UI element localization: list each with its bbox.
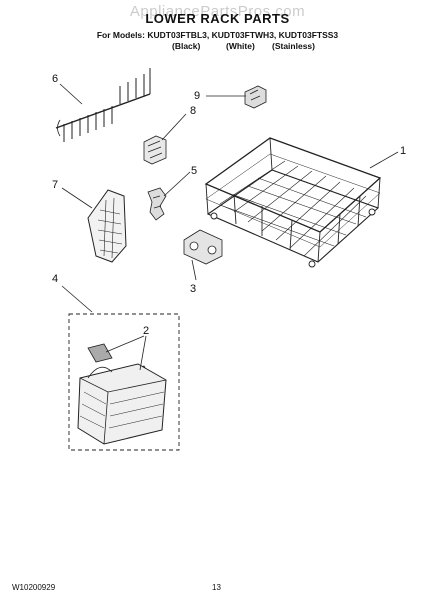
callout-8: 8 [190, 105, 196, 117]
hinge-clip-part-5 [147, 187, 167, 221]
silverware-basket [77, 363, 167, 445]
leader-lines [59, 83, 399, 371]
callout-5: 5 [191, 165, 197, 177]
utensil-holder-part-7 [87, 189, 127, 263]
callout-6: 6 [52, 73, 58, 85]
clip-part-9 [244, 85, 267, 109]
tine-row-part [55, 68, 151, 142]
models-line: For Models: KUDT03FTBL3, KUDT03FTWH3, KU… [96, 30, 339, 40]
callout-9: 9 [194, 90, 200, 102]
page-number: 13 [212, 583, 221, 592]
doc-number: W10200929 [12, 583, 56, 592]
callout-2: 2 [143, 325, 149, 337]
variant-stainless: (Stainless) [272, 41, 315, 51]
callout-4: 4 [52, 273, 58, 285]
watermark-text: AppliancePartsPros.com [129, 3, 306, 20]
basket-assembly-box [68, 313, 180, 451]
callout-1: 1 [400, 145, 406, 157]
variant-black: (Black) [172, 41, 201, 51]
variant-white: (White) [226, 41, 255, 51]
roller-bracket-part-3 [183, 229, 223, 265]
callout-3: 3 [190, 283, 196, 295]
page-title: LOWER RACK PARTS [145, 11, 290, 26]
lower-rack-part-1 [204, 137, 382, 268]
bracket-part-8 [143, 135, 167, 165]
callout-7: 7 [52, 179, 58, 191]
